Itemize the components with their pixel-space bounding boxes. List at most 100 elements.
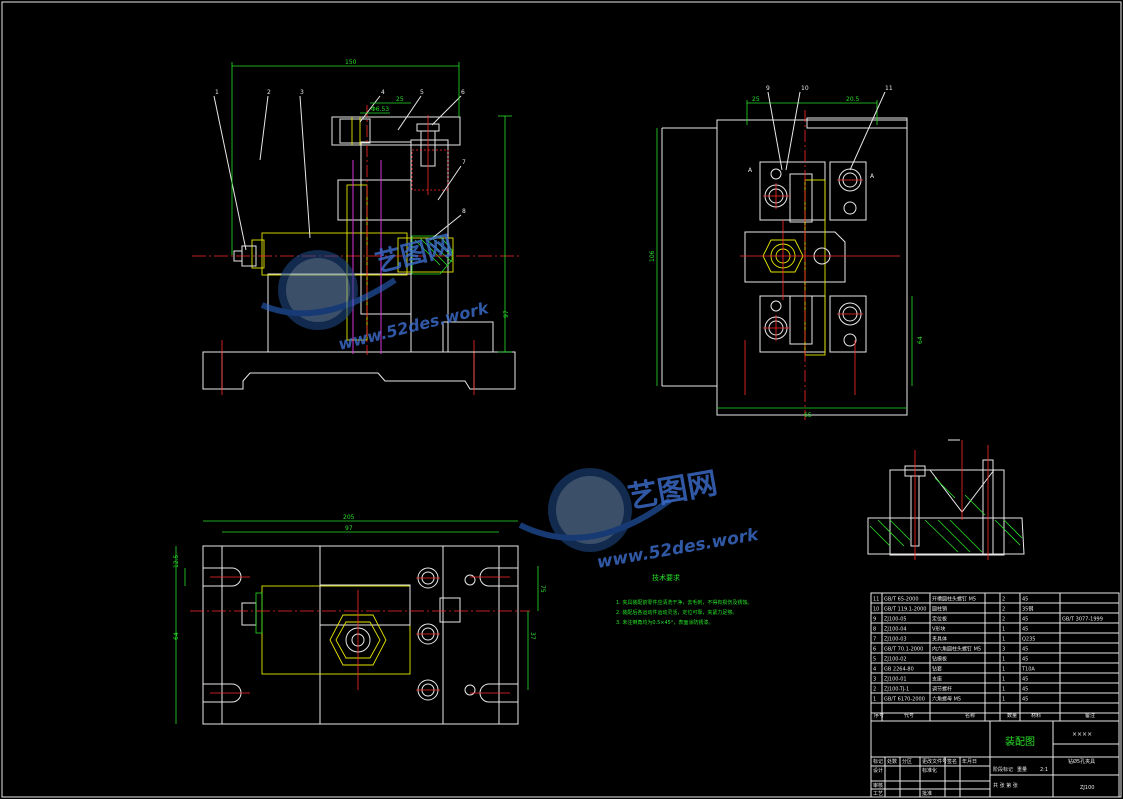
parts-list-cell-qty: 2: [1002, 607, 1005, 613]
parts-list-cell-name: 调节螺杆: [932, 686, 952, 693]
plan-screw: [261, 585, 411, 675]
part-name: 钻Ø5孔夹具: [1068, 758, 1095, 765]
parts-list-cell-mat: 45: [1022, 687, 1028, 693]
parts-list-cell-no: 11: [873, 597, 879, 603]
parts-list-cell-name: 定位板: [932, 616, 947, 623]
parts-list-cell-code: GB/T 6170-2000: [884, 697, 925, 703]
tech-line-1: 1. 夹具装配前零件应清洗干净，去毛刺，不得有损伤及锈蚀。: [616, 599, 752, 606]
tb-sheets: 共 张 第 张: [993, 782, 1018, 789]
dim-side-bottom: 65: [804, 412, 812, 419]
parts-list-cell-no: 6: [873, 647, 876, 653]
tb-count: 处数: [887, 758, 897, 765]
front-drill-plate: [331, 116, 461, 146]
parts-list-cell-mat: T10A: [1021, 667, 1035, 673]
parts-list-cell-no: 4: [873, 667, 876, 673]
parts-list-cell-code: ZJ100-05: [884, 617, 907, 623]
tb-date: 年月日: [962, 758, 977, 765]
parts-list-cell-name: 钻套: [932, 666, 942, 673]
dim-front-height: 97: [503, 310, 510, 318]
tb-process: 工艺: [873, 791, 883, 797]
balloon-5: 5: [420, 89, 424, 96]
parts-list-cell-name: V形块: [932, 626, 945, 633]
section-view: [867, 439, 1025, 560]
balloon-4: 4: [381, 89, 385, 96]
parts-list-cell-note: GB/T 3077-1999: [1062, 617, 1103, 623]
parts-list-cell-qty: 1: [1002, 657, 1005, 663]
balloon-6: 6: [461, 89, 465, 96]
tb-std: 标准化: [922, 767, 937, 774]
tb-design: 设计: [873, 767, 883, 774]
parts-list-row: 5 ZJ100-02 钻模板 1 45: [873, 656, 1028, 663]
parts-list-row: 4 GB 2264-80 钻套 1 T10A: [873, 666, 1035, 673]
balloon-3: 3: [300, 89, 304, 96]
parts-list-row: 6 GB/T 70.1-2000 内六角圆柱头螺钉 M5 3 45: [873, 646, 1028, 653]
parts-list-cell-qty: 1: [1002, 697, 1005, 703]
parts-list-cell-no: 8: [873, 627, 876, 633]
tech-title: 技术要求: [652, 573, 680, 582]
parts-list-cell-qty: 1: [1002, 627, 1005, 633]
parts-list-cell-no: 5: [873, 657, 876, 663]
parts-list-cell-qty: 3: [1002, 647, 1005, 653]
parts-list-cell-code: GB 2264-80: [884, 667, 914, 673]
dim-plan-total: 205: [343, 514, 355, 521]
company-name: ××××: [1072, 731, 1092, 738]
parts-list-cell-code: ZJ100-01: [884, 677, 907, 683]
parts-list-cell-name: 内六角圆柱头螺钉 M5: [932, 646, 981, 653]
balloon-11: 11: [885, 85, 893, 92]
parts-list-cell-qty: 2: [1002, 617, 1005, 623]
plan-view: [175, 520, 539, 725]
dim-side-64: 64: [917, 336, 924, 344]
tb-weight: 重量: [1017, 766, 1027, 773]
parts-list-cell-no: 7: [873, 637, 876, 643]
dim-side-20-5: 20.5: [846, 96, 860, 103]
parts-list-cell-mat: 45: [1022, 697, 1028, 703]
drawing-name: 装配图: [1005, 735, 1035, 748]
parts-list-cell-mat: 45: [1022, 677, 1028, 683]
balloon-8: 8: [462, 208, 466, 215]
parts-list-cell-name: 圆柱销: [932, 606, 947, 613]
parts-list-cell-code: ZJ100-02: [884, 657, 907, 663]
parts-list-cell-mat: 45: [1022, 657, 1028, 663]
tb-approve: 批准: [922, 790, 932, 797]
watermark-logo-2: [518, 468, 672, 552]
tb-audit: 审核: [873, 782, 883, 789]
parts-list-cell-code: GB/T 70.1-2000: [884, 647, 923, 653]
parts-list-cell-no: 9: [873, 617, 876, 623]
dim-25: 25: [396, 96, 404, 103]
pl-header-note: 备注: [1085, 712, 1095, 719]
parts-list-cell-mat: 45: [1022, 627, 1028, 633]
parts-list-cell-mat: 45: [1022, 647, 1028, 653]
watermark-url-1: www.52des.work: [336, 298, 491, 354]
parts-list-cell-name: 六角螺母 M5: [932, 696, 961, 703]
side-view: [656, 91, 913, 420]
parts-list-cell-code: ZJ100-TJ-1: [884, 687, 909, 693]
drawing-number: ZJ100: [1080, 785, 1094, 791]
dim-plan-75: 75: [539, 585, 546, 593]
balloon-10: 10: [801, 85, 809, 92]
tb-change: 更改文件号: [922, 758, 947, 765]
parts-list-cell-qty: 1: [1002, 667, 1005, 673]
balloon-9: 9: [766, 85, 770, 92]
dim-plan-37: 37: [529, 632, 536, 640]
dim-side-height: 106: [649, 250, 656, 262]
tech-line-3: 3. 未注倒角均为0.5×45°，表面涂防锈漆。: [616, 619, 713, 626]
parts-list-cell-name: 钻模板: [932, 656, 947, 663]
dim-plan-12-5: 12.5: [173, 554, 180, 568]
tb-sign: 签名: [947, 758, 957, 765]
parts-list-cell-mat: 45: [1022, 597, 1028, 603]
dim-plan-left: 64: [173, 632, 180, 640]
section-label-right: A: [870, 173, 875, 180]
parts-list-cell-code: GB/T 65-2000: [884, 597, 919, 603]
side-body: [716, 119, 908, 416]
balloon-2: 2: [267, 89, 271, 96]
dim-front-width: 150: [345, 59, 357, 66]
balloon-7: 7: [462, 159, 466, 166]
